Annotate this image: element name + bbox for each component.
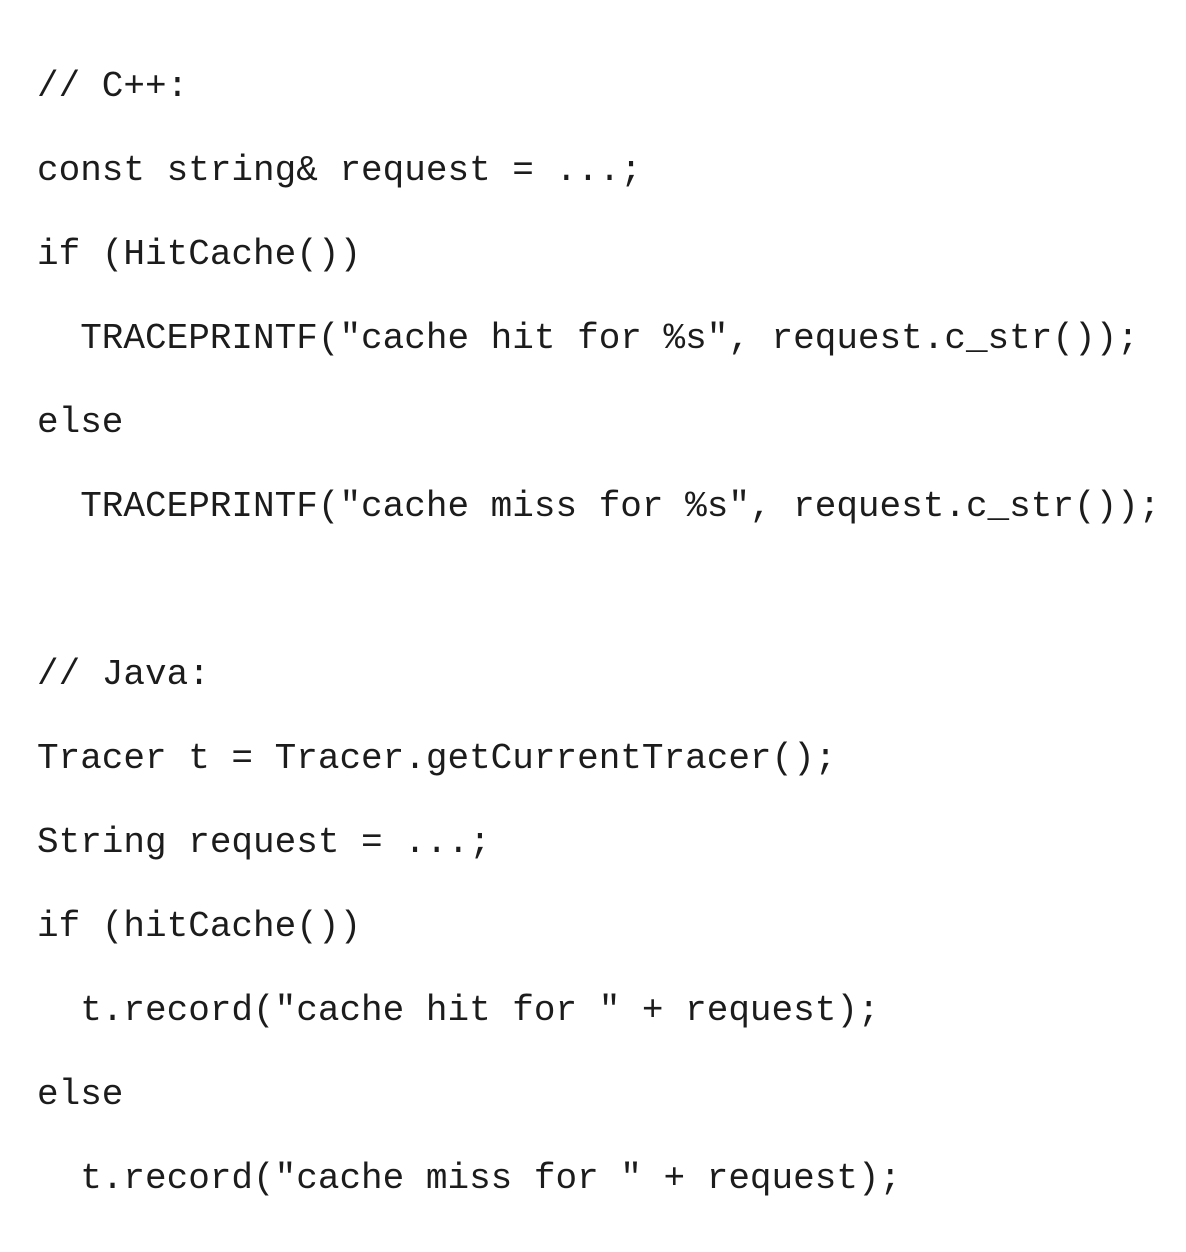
code-line: if (hitCache()) (37, 906, 362, 947)
code-line: // C++: (37, 66, 189, 107)
code-line: TRACEPRINTF("cache hit for %s", request.… (37, 318, 1139, 359)
code-content: // C++: const string& request = ...; if … (37, 66, 1177, 1200)
code-line-blank (37, 570, 1177, 612)
code-listing-figure: // C++: const string& request = ...; if … (37, 66, 1161, 1199)
code-line: const string& request = ...; (37, 150, 642, 191)
code-block: // C++: const string& request = ...; if … (37, 24, 1177, 1242)
code-line: Tracer t = Tracer.getCurrentTracer(); (37, 738, 837, 779)
code-line: t.record("cache hit for " + request); (37, 990, 880, 1031)
code-line: if (HitCache()) (37, 234, 362, 275)
code-line: String request = ...; (37, 822, 491, 863)
code-line: else (37, 402, 124, 443)
code-line: TRACEPRINTF("cache miss for %s", request… (37, 486, 1161, 527)
code-line: t.record("cache miss for " + request); (37, 1158, 902, 1199)
code-line: // Java: (37, 654, 210, 695)
code-line: else (37, 1074, 124, 1115)
